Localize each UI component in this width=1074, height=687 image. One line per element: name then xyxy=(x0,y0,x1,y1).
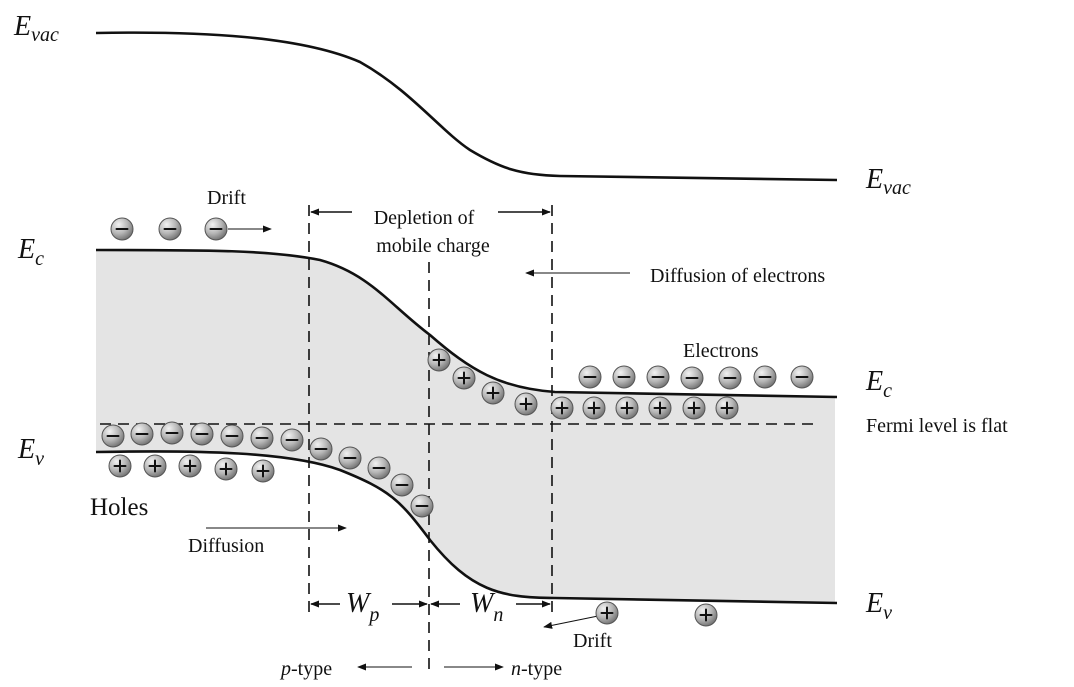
conduction-band-edge xyxy=(95,248,838,399)
drift-label-top: Drift xyxy=(207,187,246,209)
ptype-label: p-type xyxy=(279,658,332,680)
electrons-label: Electrons xyxy=(683,340,759,362)
diffusion-electrons-label: Diffusion of electrons xyxy=(650,265,825,287)
fermi-label: Fermi level is flat xyxy=(866,415,1008,437)
valence-band-edge xyxy=(95,450,838,605)
evac-right-label: Evac xyxy=(865,164,911,199)
ntype-label: n-type xyxy=(511,658,562,680)
carriers-layer xyxy=(101,217,814,627)
drift-label-bottom: Drift xyxy=(573,630,612,652)
ec-left-label: Ec xyxy=(17,234,44,270)
ec-right-label: Ec xyxy=(865,366,892,402)
depletion-label-line1: Depletion of xyxy=(374,207,475,229)
diffusion-label: Diffusion xyxy=(188,535,264,557)
drift-arrow-holes xyxy=(543,615,599,629)
evac-left-label: Evac xyxy=(13,11,59,46)
wn-label: Wn xyxy=(470,588,503,626)
ev-left-label: Ev xyxy=(17,434,44,470)
bandgap-shading xyxy=(96,250,835,602)
wp-label: Wp xyxy=(346,588,379,626)
depletion-label-line2: mobile charge xyxy=(376,235,490,257)
holes-label: Holes xyxy=(90,494,148,521)
ev-right-label: Ev xyxy=(865,588,892,624)
vacuum-level-line xyxy=(95,31,838,182)
